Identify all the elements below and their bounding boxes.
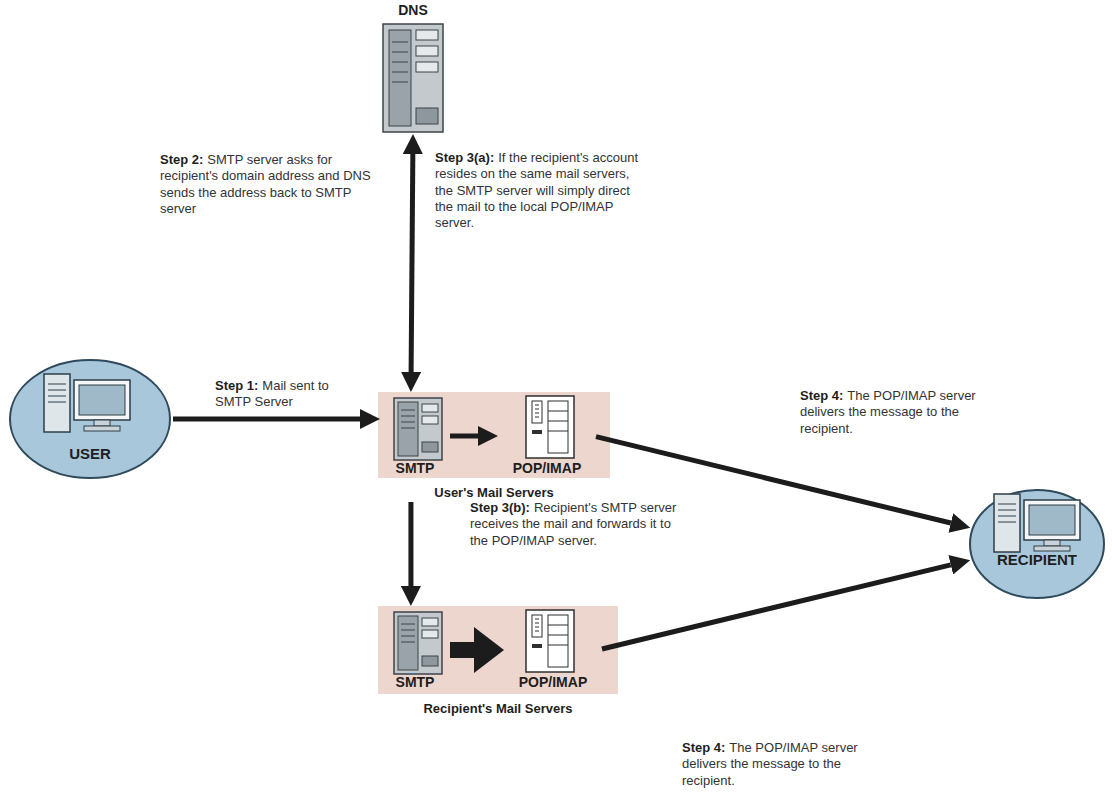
smtp-server-icon [394,612,442,674]
smtp-server: SMTP [380,396,450,476]
flow-arrow [411,154,413,372]
step-note: Step 3(b):Recipient's SMTP server receiv… [470,500,685,549]
node-label: DNS [365,2,461,18]
node-label: RECIPIENT [967,551,1107,568]
server-band [378,392,610,478]
step-note: Step 1:Mail sent to SMTP Server [215,378,350,411]
flow-arrow [450,642,474,658]
step-number: Step 4: [682,740,725,755]
node-label: USER [7,445,173,462]
computer-icon [994,494,1080,552]
step-number: Step 1: [215,378,258,393]
flow-arrow [173,417,360,422]
pop-server-icon [526,610,574,672]
mail-server-group: User's Mail Servers SMTP POP/IMAP [375,392,613,502]
dns-server-icon [383,24,443,132]
step-note: Step 4:The POP/IMAP server delivers the … [682,740,897,789]
recipient-ellipse [970,490,1104,598]
step-number: Step 3(a): [435,150,494,165]
server-band [378,606,618,694]
smtp-server-icon [394,398,442,460]
step-number: Step 3(b): [470,500,530,515]
recipient-computer: RECIPIENT [967,490,1107,598]
flow-arrow [450,434,478,439]
step-note: Step 4:The POP/IMAP server delivers the … [800,388,1010,437]
step-number: Step 2: [160,152,203,167]
pop-server-icon [526,396,574,458]
flow-arrow [408,502,413,586]
mail-server-group: Recipient's Mail Servers SMTP POP/IMAP [375,606,621,718]
computer-icon [44,374,130,432]
node-label: POP/IMAP [498,460,596,476]
pop-imap-server: POP/IMAP [498,394,596,476]
node-label: User's Mail Servers [375,485,613,500]
step-note: Step 3(a):If the recipient's account res… [435,150,650,231]
step-number: Step 4: [800,388,843,403]
step-note: Step 2:SMTP server asks for recipient's … [160,152,380,217]
pop-imap-server: POP/IMAP [504,608,602,690]
user-computer: USER [7,360,173,478]
dns-server: DNS [365,2,461,134]
flow-arrow [602,565,951,649]
node-label: POP/IMAP [504,674,602,690]
node-label: Recipient's Mail Servers [375,701,621,716]
node-label: SMTP [380,460,450,476]
node-label: SMTP [380,674,450,690]
smtp-server: SMTP [380,610,450,690]
